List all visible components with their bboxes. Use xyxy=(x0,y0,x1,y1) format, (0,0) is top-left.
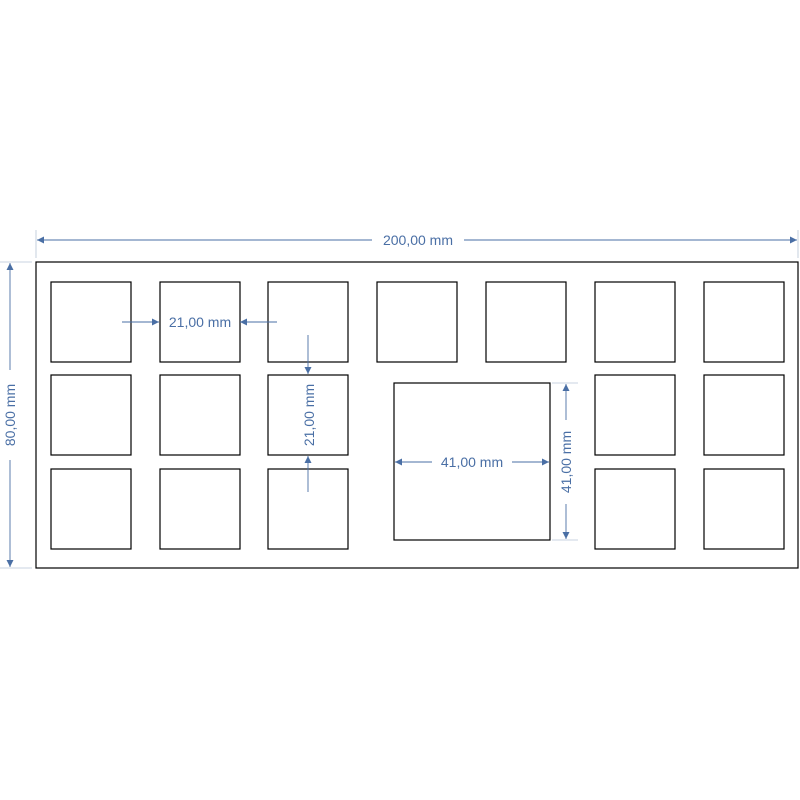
pocket xyxy=(159,374,241,456)
pocket xyxy=(703,281,785,363)
extension-lines xyxy=(0,230,799,569)
large-height-label: 41,00 mm xyxy=(558,431,574,493)
pocket xyxy=(50,468,132,550)
overall-height-label: 80,00 mm xyxy=(2,384,18,446)
dimension-overall-height: 80,00 mm xyxy=(2,263,18,567)
pocket xyxy=(267,374,349,456)
pocket xyxy=(159,468,241,550)
pocket xyxy=(485,281,567,363)
dimension-gap-vertical: 21,00 mm xyxy=(301,335,317,492)
gap-horizontal-label: 21,00 mm xyxy=(169,314,231,330)
overall-width-label: 200,00 mm xyxy=(383,232,453,248)
pocket xyxy=(50,374,132,456)
pocket xyxy=(376,281,458,363)
pocket xyxy=(703,468,785,550)
pocket xyxy=(594,374,676,456)
pocket xyxy=(594,468,676,550)
large-pocket xyxy=(393,382,551,541)
pocket-grid xyxy=(50,281,785,550)
large-width-label: 41,00 mm xyxy=(441,454,503,470)
dimension-gap-horizontal: 21,00 mm xyxy=(122,314,277,330)
dimension-large-height: 41,00 mm xyxy=(558,384,574,539)
gap-vertical-label: 21,00 mm xyxy=(301,384,317,446)
pocket xyxy=(594,281,676,363)
dimension-overall-width: 200,00 mm xyxy=(37,232,797,248)
pocket xyxy=(50,281,132,363)
pocket xyxy=(703,374,785,456)
board-outline xyxy=(35,261,799,569)
dimension-large-width: 41,00 mm xyxy=(395,454,549,470)
